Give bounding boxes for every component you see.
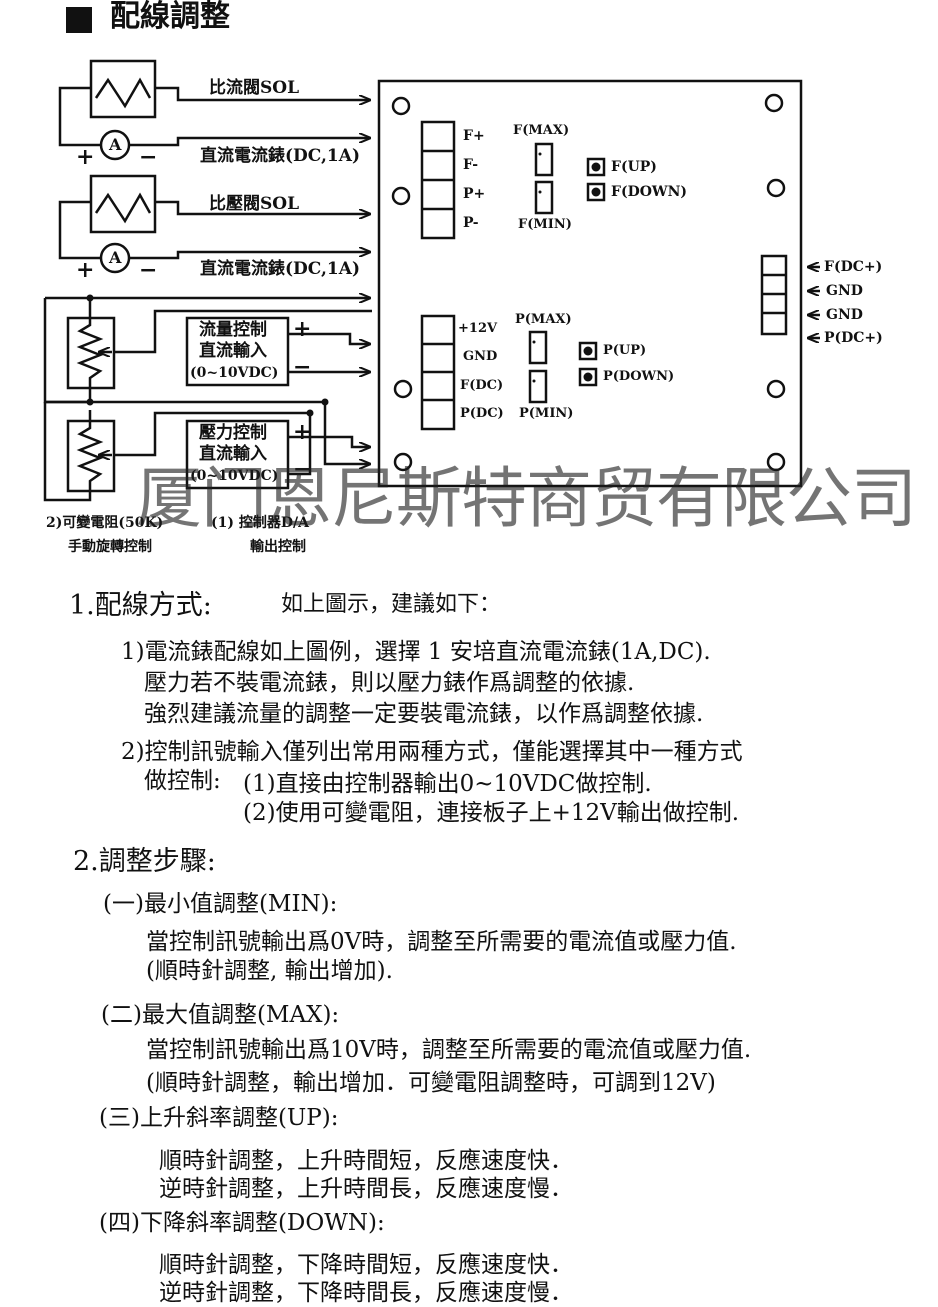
section1-heading-note: 如上圖示，建議如下： [281, 592, 502, 617]
section1-heading: 1.配線方式: [69, 590, 212, 621]
f-up-trimmer [586, 157, 606, 177]
ammeter-2-wire [129, 252, 370, 260]
ammeter-2-plus: + [76, 257, 95, 283]
note-controller-line-1: (1) 控制器D/A [211, 515, 309, 531]
ammeter-1-plus: + [76, 144, 95, 170]
step2-line1: 當控制訊號輸出爲10V時，調整至所需要的電流值或壓力值. [146, 1037, 752, 1063]
resistor-1-zigzag-icon [76, 318, 104, 388]
step3-line2: 逆時針調整，上升時間長，反應速度慢． [159, 1176, 573, 1202]
term-right-gnd-2: GND [826, 307, 863, 323]
term-p-minus: P- [463, 215, 479, 231]
term-p-plus: P+ [463, 186, 486, 202]
flow-sol-label: 比流閥SOL [209, 78, 300, 98]
flow-sol-return [58, 86, 100, 147]
ammeter-1-label: 直流電流錶(DC,1A) [200, 146, 360, 166]
watermark: 厦门恩尼斯特商贸有限公司 [136, 460, 917, 537]
f-max-label: F(MAX) [513, 123, 570, 138]
ammeter-1-wire [129, 138, 370, 147]
step4-line2: 逆時針調整，下降時間長，反應速度慢． [159, 1280, 573, 1306]
ammeter-2-label: 直流電流錶(DC,1A) [200, 259, 360, 279]
section1-item2-line4: (2)使用可變電阻，連接板子上+12V輸出做控制. [243, 800, 740, 826]
term-f-dc: F(DC) [460, 378, 504, 393]
flow-ctrl-plus: + [293, 316, 312, 342]
title-bullet-square [66, 7, 92, 33]
gnd-wire [45, 400, 370, 464]
press-ctrl-minus: − [293, 456, 312, 482]
pressure-sol-label: 比壓閥SOL [209, 194, 300, 214]
pressure-sol-wire [155, 200, 370, 214]
note-resistor-line-1: 2)可變電阻(50K) [46, 515, 164, 531]
f-min-trimmer [534, 180, 554, 215]
flow-control-input-box [185, 316, 290, 387]
flow-sol-coil-icon [94, 77, 152, 109]
step2-title: (二)最大值調整(MAX): [101, 1002, 340, 1028]
note-controller-line-2: 輸出控制 [250, 539, 306, 555]
step4-line1: 順時針調整，下降時間短，反應速度快． [159, 1252, 573, 1278]
term-right-gnd-1: GND [826, 283, 863, 299]
p-up-label: P(UP) [603, 343, 647, 358]
pressure-sol-return [58, 200, 100, 260]
step3-line1: 順時針調整，上升時間短，反應速度快． [159, 1148, 573, 1174]
p-max-trimmer [528, 330, 548, 365]
press-ctrl-line-3: (0~10VDC) [190, 468, 279, 484]
p-max-label: P(MAX) [515, 312, 572, 327]
term-right-p-dc: P(DC+) [824, 330, 883, 346]
p-min-trimmer [528, 369, 548, 404]
term-f-minus: F- [463, 157, 479, 173]
p-up-trimmer [578, 341, 598, 361]
step2-line2: (順時針調整，輸出增加．可變電阻調整時，可調到12V) [146, 1070, 716, 1096]
press-ctrl-plus: + [293, 419, 312, 445]
f-min-label: F(MIN) [518, 217, 572, 232]
press-ctrl-line-2: 直流輸入 [199, 444, 267, 464]
press-ctrl-line-1: 壓力控制 [199, 423, 267, 443]
page-title: 配線調整 [110, 0, 230, 34]
flow-ctrl-line-1: 流量控制 [199, 320, 267, 340]
ammeter-1-symbol: A [109, 135, 122, 154]
section1-item1-line2: 壓力若不裝電流錶，則以壓力錶作爲調整的依據. [144, 670, 635, 696]
flow-sol-wire [155, 86, 370, 100]
f-down-trimmer [586, 182, 606, 202]
step1-line2: (順時針調整, 輸出增加). [146, 958, 393, 984]
step4-title: (四)下降斜率調整(DOWN): [99, 1210, 385, 1236]
p-min-label: P(MIN) [519, 406, 574, 421]
control-board [377, 79, 803, 488]
term-plus12v: +12V [458, 321, 498, 336]
term-p-dc: P(DC) [460, 406, 504, 421]
section1-item1-line3: 強烈建議流量的調整一定要裝電流錶，以作爲調整依據. [144, 701, 704, 727]
f-max-trimmer [534, 142, 554, 177]
p-down-label: P(DOWN) [603, 369, 675, 384]
ammeter-1-minus: − [139, 144, 158, 170]
term-gnd: GND [463, 349, 498, 364]
section1-item2-line3: (1)直接由控制器輸出0~10VDC做控制. [243, 771, 652, 797]
ammeter-2-symbol: A [109, 248, 122, 267]
section1-item2-line1: 2)控制訊號輸入僅列出常用兩種方式，僅能選擇其中一種方式 [121, 739, 743, 765]
ammeter-2-minus: − [139, 257, 158, 283]
term-right-f-dc: F(DC+) [824, 259, 883, 275]
step3-title: (三)上升斜率調整(UP): [99, 1105, 339, 1131]
section1-item2-line2: 做控制: [144, 768, 221, 794]
flow-ctrl-minus: − [293, 354, 312, 380]
pressure-sol-coil-icon [94, 192, 152, 224]
note-resistor-line-2: 手動旋轉控制 [68, 539, 152, 555]
step1-line1: 當控制訊號輸出爲0V時，調整至所需要的電流值或壓力值. [146, 929, 737, 955]
flow-ctrl-line-2: 直流輸入 [199, 341, 267, 361]
term-f-plus: F+ [463, 128, 485, 144]
flow-ctrl-line-3: (0~10VDC) [190, 365, 279, 381]
section1-item1-line1: 1)電流錶配線如上圖例，選擇 1 安培直流電流錶(1A,DC). [121, 639, 711, 665]
p-down-trimmer [578, 367, 598, 387]
wiring-diagram [43, 59, 820, 502]
resistor-2-zigzag-icon [76, 410, 104, 491]
step1-title: (一)最小值調整(MIN): [103, 891, 338, 917]
pressure-sol-coil [89, 174, 157, 234]
f-down-label: F(DOWN) [611, 184, 688, 200]
section2-heading: 2.調整步驟: [73, 846, 216, 877]
pressure-control-input-box [185, 419, 290, 490]
f-up-label: F(UP) [611, 159, 657, 175]
